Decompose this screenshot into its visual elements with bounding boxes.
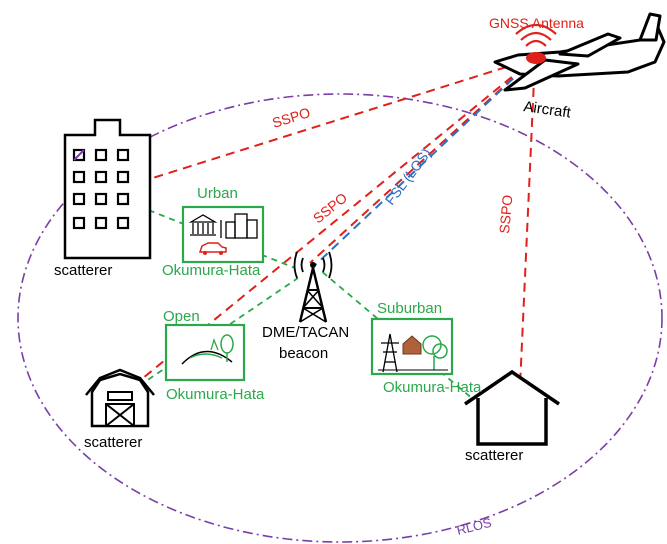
rlos-boundary [17, 93, 663, 543]
open-environment-box [164, 323, 246, 382]
urban-environment-box [181, 205, 265, 264]
house-small-icon [402, 335, 422, 355]
gnss-antenna-label: GNSS Antenna [489, 15, 584, 31]
sspo-label-building: SSPO [270, 104, 312, 131]
fsl-los-path [311, 57, 536, 269]
open-field-icon [181, 334, 234, 365]
sspo-path-building [104, 57, 536, 194]
suburban-environment-box [370, 317, 454, 376]
building-scatterer-label: scatterer [54, 262, 112, 279]
barn-icon [85, 368, 155, 428]
house-scatterer-label: scatterer [465, 447, 523, 464]
aircraft-icon [493, 12, 666, 92]
barn-scatterer-label: scatterer [84, 434, 142, 451]
sspo-path-house [517, 57, 536, 431]
sspo-label-house: SSPO [496, 194, 515, 234]
dme-tacan-tower-icon [293, 251, 333, 323]
sspo-path-barn [131, 57, 536, 388]
open-model-label: Okumura-Hata [166, 386, 265, 403]
open-label: Open [163, 308, 200, 325]
suburban-model-label: Okumura-Hata [383, 379, 482, 396]
pylon-icon [381, 333, 399, 373]
suburban-label: Suburban [377, 300, 442, 317]
beacon-label-line2: beacon [279, 345, 328, 362]
aircraft-label: Aircraft [522, 98, 572, 122]
car-icon [198, 242, 227, 253]
gnss-antenna-icon [515, 23, 557, 64]
beacon-label-line1: DME/TACAN [262, 324, 349, 341]
house-icon [464, 369, 560, 446]
office-building-icon [63, 118, 152, 260]
urban-buildings-icon [188, 213, 258, 239]
rlos-label: RLOS [455, 515, 493, 538]
urban-model-label: Okumura-Hata [162, 262, 261, 279]
sspo-label-beacon: SSPO [310, 189, 350, 226]
tree-icon [422, 335, 448, 370]
ground-path-building [117, 197, 296, 269]
urban-label: Urban [197, 185, 238, 202]
